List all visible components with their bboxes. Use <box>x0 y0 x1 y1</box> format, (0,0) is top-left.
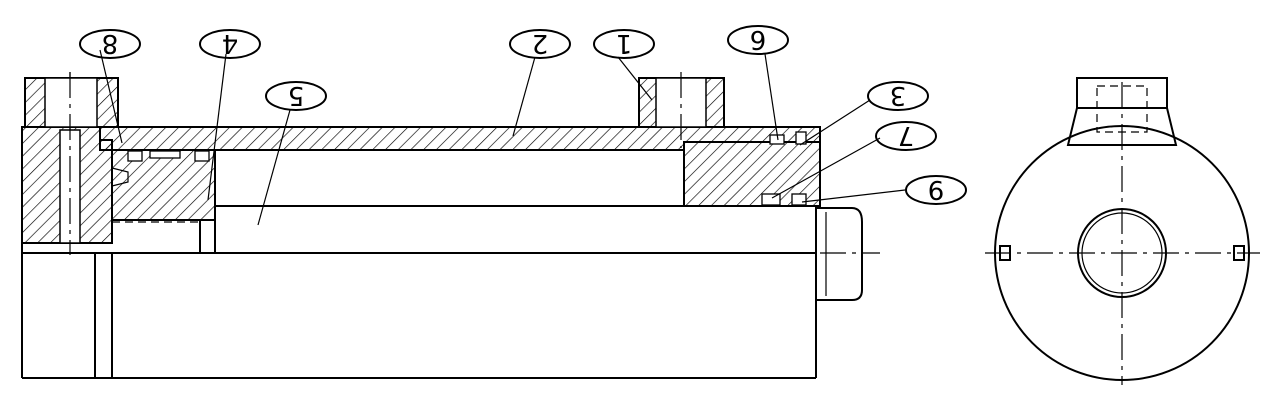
balloons: 8 4 5 2 1 6 3 7 <box>79 24 967 205</box>
balloon-3: 3 <box>867 80 929 111</box>
balloon-6: 6 <box>727 24 789 55</box>
right-port-boss <box>638 72 725 148</box>
end-view-right-stud <box>1233 245 1245 261</box>
svg-text:6: 6 <box>750 24 767 54</box>
svg-text:2: 2 <box>532 28 549 58</box>
balloon-1: 1 <box>593 28 655 59</box>
balloon-5: 5 <box>265 80 327 111</box>
leader-lines <box>99 49 906 226</box>
rod-end <box>816 207 863 301</box>
piston <box>111 149 216 253</box>
left-port-boss <box>24 72 119 130</box>
end-view-port-boss <box>1066 77 1178 146</box>
svg-text:9: 9 <box>928 174 945 204</box>
section-view <box>21 49 906 379</box>
svg-text:5: 5 <box>288 80 305 110</box>
end-view <box>985 77 1260 385</box>
svg-text:1: 1 <box>616 28 633 58</box>
svg-text:7: 7 <box>898 120 915 150</box>
balloon-8: 8 <box>79 28 141 59</box>
balloon-9: 9 <box>905 174 967 205</box>
balloon-2: 2 <box>509 28 571 59</box>
rod-gland <box>683 131 821 207</box>
balloon-7: 7 <box>875 120 937 151</box>
left-end-cap <box>21 72 129 255</box>
svg-text:3: 3 <box>890 80 907 110</box>
balloon-4: 4 <box>199 28 261 59</box>
svg-text:4: 4 <box>222 28 239 58</box>
piston-rod <box>215 205 816 254</box>
end-view-left-stud <box>999 245 1011 261</box>
svg-text:8: 8 <box>102 28 119 58</box>
